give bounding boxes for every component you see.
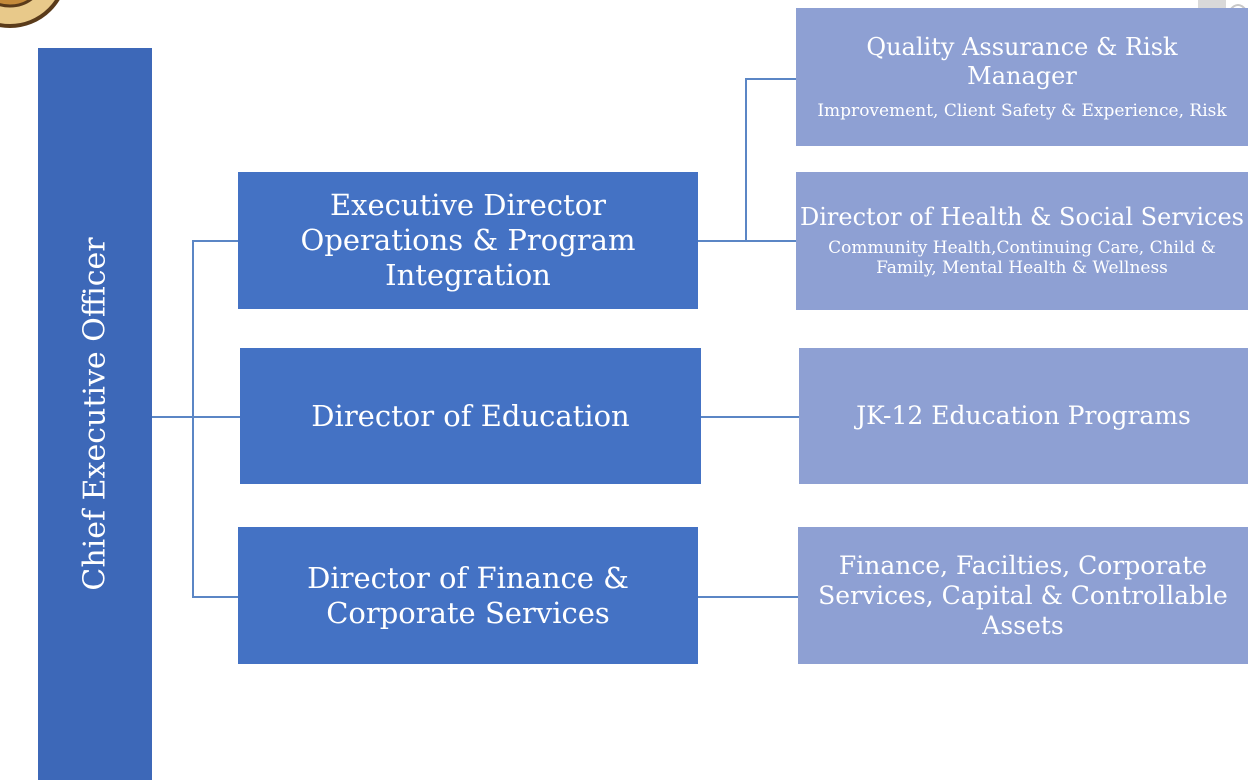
ceo-label: Chief Executive Officer <box>77 237 113 591</box>
connector-line <box>745 240 796 242</box>
education-programs-box: JK-12 Education Programs <box>799 348 1248 484</box>
director-finance-line-1: Director of Finance & <box>307 560 629 595</box>
director-finance-line-2: Corporate Services <box>326 595 610 630</box>
director-finance-box: Director of Finance & Corporate Services <box>238 527 698 664</box>
connector-line <box>745 78 747 242</box>
connector-line <box>192 416 240 418</box>
quality-assurance-box: Quality Assurance & Risk Manager Improve… <box>796 8 1248 146</box>
finance-facilities-label: Finance, Facilties, Corporate Services, … <box>818 550 1228 640</box>
finance-facilities-box: Finance, Facilties, Corporate Services, … <box>798 527 1248 664</box>
health-social-services-box: Director of Health & Social Services Com… <box>796 172 1248 310</box>
executive-director-box: Executive Director Operations & Program … <box>238 172 698 309</box>
executive-director-line-3: Integration <box>385 257 551 292</box>
connector-line <box>152 416 193 418</box>
ceo-box <box>38 48 152 780</box>
health-social-services-title: Director of Health & Social Services <box>800 203 1244 232</box>
quality-assurance-title: Quality Assurance & Risk Manager <box>866 33 1178 90</box>
connector-line <box>701 416 799 418</box>
connector-line <box>192 240 194 598</box>
organization-logo <box>0 0 60 28</box>
director-education-box: Director of Education <box>240 348 701 484</box>
health-social-services-subtitle: Community Health,Continuing Care, Child … <box>828 238 1216 279</box>
connector-line <box>192 596 238 598</box>
executive-director-line-2: Operations & Program <box>300 223 636 258</box>
education-programs-label: JK-12 Education Programs <box>856 401 1191 430</box>
director-education-label: Director of Education <box>311 398 630 433</box>
connector-line <box>698 240 745 242</box>
connector-line <box>745 78 796 80</box>
quality-assurance-subtitle: Improvement, Client Safety & Experience,… <box>817 100 1227 121</box>
executive-director-line-1: Executive Director <box>329 188 607 223</box>
connector-line <box>192 240 238 242</box>
connector-line <box>698 596 798 598</box>
